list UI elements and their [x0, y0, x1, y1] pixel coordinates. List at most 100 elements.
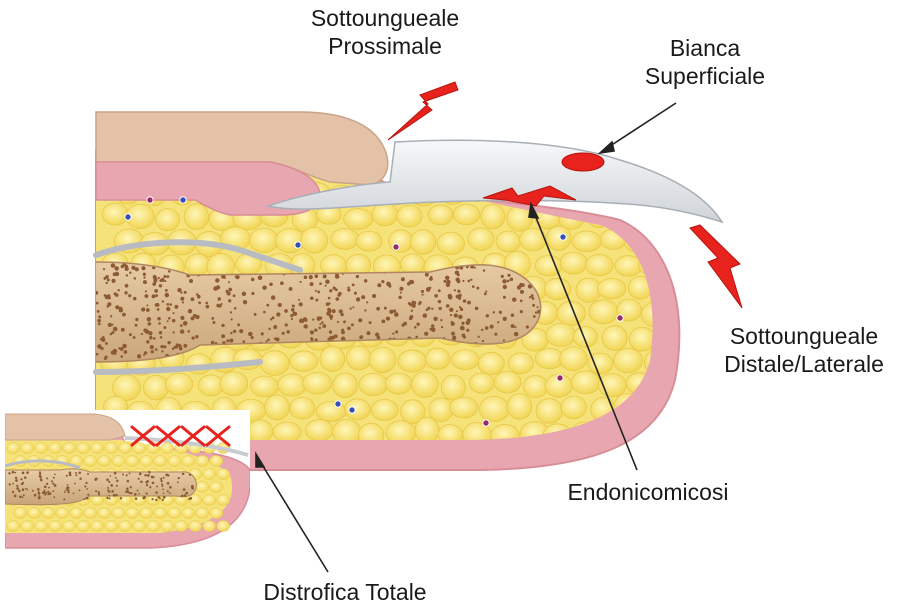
bone-pore [298, 299, 300, 301]
bone-pore [107, 279, 110, 282]
bone-pore [120, 310, 122, 312]
bone-pore [163, 326, 166, 329]
bone-pore [180, 297, 184, 301]
bone-pore [111, 279, 115, 283]
inset-bone-pore [20, 478, 22, 480]
bone-pore [325, 279, 329, 283]
fat-globule [397, 205, 422, 227]
inset-bone-pore [39, 472, 41, 474]
inset-fat-globule [98, 508, 111, 519]
inset-fat-globule [77, 443, 90, 454]
vessel-dot [617, 315, 623, 321]
inset-bone-pore [34, 494, 37, 497]
bone-pore [282, 332, 285, 335]
bone-pore [375, 332, 379, 336]
fat-globule [494, 371, 521, 393]
fat-globule [265, 395, 290, 420]
bone-pore [305, 319, 308, 322]
fat-globule [275, 228, 304, 252]
inset-fat-globule [21, 521, 34, 532]
inset-bone-pore [79, 477, 81, 479]
inset-fat-globule [119, 443, 132, 454]
fat-globule [425, 348, 450, 369]
bone-pore [231, 318, 233, 320]
inset-bone-pore [152, 476, 154, 478]
bone-pore [470, 279, 472, 281]
bone-pore [532, 304, 535, 307]
inset-bone-pore [14, 495, 17, 498]
inset-bone-pore [189, 474, 191, 476]
bone-pore [384, 307, 387, 310]
inset-proximal-fold [5, 414, 125, 440]
inset-bone-pore [152, 482, 154, 484]
fat-globule [250, 228, 279, 253]
inset-bone-pore [167, 474, 169, 476]
bone-pore [310, 330, 314, 334]
fat-globule [184, 204, 209, 230]
bone-pore [163, 275, 166, 278]
inset-bone-pore [74, 483, 76, 485]
bone-pore [511, 314, 514, 317]
bone-pore [233, 294, 236, 297]
inset-bone-pore [120, 497, 122, 499]
fat-globule [411, 372, 438, 398]
bone-pore [319, 323, 321, 325]
bone-pore [461, 322, 464, 325]
bone-pore [191, 336, 194, 339]
inset-bone-pore [169, 492, 171, 494]
bone-pore [426, 308, 429, 311]
bone-pore [389, 310, 393, 314]
inset-bone-pore [146, 484, 148, 486]
fat-globule [450, 397, 478, 418]
inset-bone-pore [130, 486, 132, 488]
inset-bone-pore [147, 475, 149, 477]
inset-bone-pore [18, 490, 21, 493]
inset-fat-globule [98, 456, 111, 467]
fat-globule [102, 203, 128, 225]
bone-pore [416, 322, 419, 325]
bone-pore [180, 316, 184, 320]
bone-pore [146, 304, 148, 306]
inset-bone-pore [188, 498, 190, 500]
bone-pore [228, 288, 232, 292]
bone-pore [126, 274, 128, 276]
inset-bone-pore [108, 490, 110, 492]
inset-bone-pore [134, 493, 137, 496]
bone-pore [267, 338, 270, 341]
bone-pore [503, 296, 506, 299]
inset-fat-globule [105, 443, 118, 454]
bone-pore [520, 310, 523, 313]
inset-fat-globule [133, 521, 146, 532]
bone-pore [481, 329, 483, 331]
inset-bone-pore [45, 492, 47, 494]
bone-pore [100, 338, 103, 341]
bone-pore [154, 280, 157, 283]
bone-pore [503, 319, 505, 321]
inset-bone-pore [40, 479, 43, 482]
inset-bone-pore [15, 479, 18, 482]
bone-pore [352, 283, 355, 286]
inset-fat-globule [210, 508, 223, 519]
bone-pore [467, 280, 470, 283]
bone-pore [135, 267, 139, 271]
bone-pore [466, 321, 470, 325]
bone-pore [159, 284, 162, 287]
fat-globule [478, 352, 504, 374]
bone-pore [446, 283, 450, 287]
bone-pore [312, 319, 314, 321]
bone-pore [234, 307, 237, 310]
bone-pore [434, 294, 438, 298]
fat-globule [547, 226, 571, 250]
inset-bone-pore [163, 477, 165, 479]
fat-globule [441, 375, 465, 400]
bone-pore [411, 310, 413, 312]
inset-bone-pore [9, 483, 11, 485]
inset-fat-globule [7, 443, 20, 454]
bone-pore [502, 279, 506, 283]
bone-pore [180, 292, 182, 294]
bone-pore [160, 336, 163, 339]
bone-pore [221, 324, 224, 327]
inset-bone-pore [162, 489, 164, 491]
bone-pore [272, 316, 275, 319]
fat-globule [303, 372, 332, 394]
